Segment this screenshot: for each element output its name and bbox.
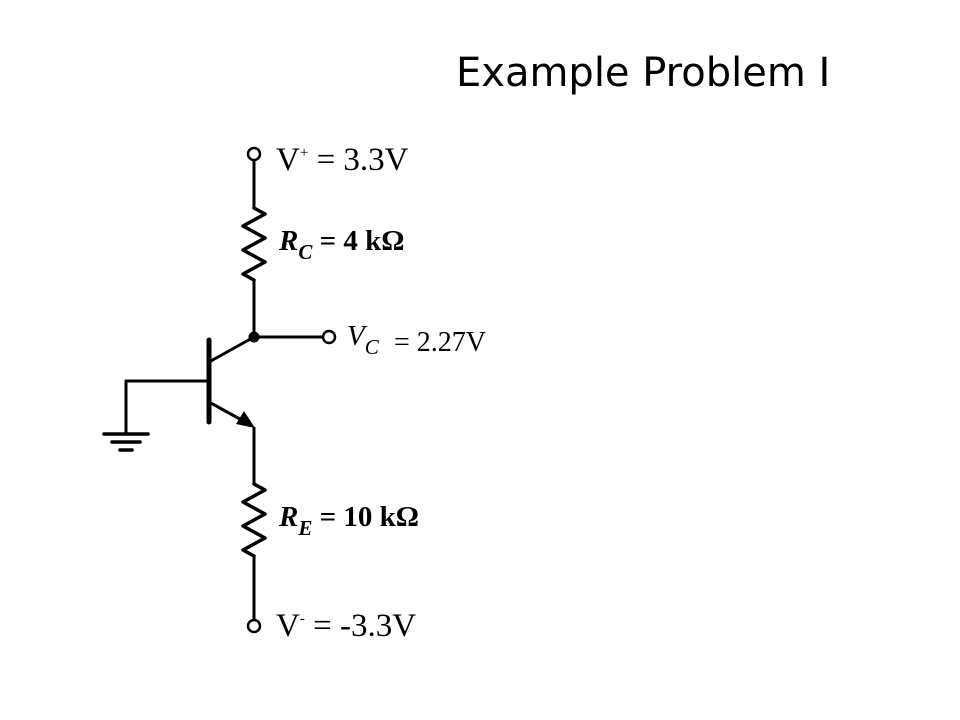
rc-resistor: [241, 206, 267, 282]
emitter-arrow-icon: [236, 411, 255, 428]
slide-title: Example Problem I: [456, 50, 831, 96]
transistor-collector-lead: [207, 335, 256, 364]
re-resistor: [241, 482, 267, 558]
vminus-terminal: [246, 618, 262, 634]
wire-base-to-ground: [124, 379, 211, 435]
vc-terminal: [321, 329, 337, 345]
vminus-label: V- = -3.3V: [276, 608, 416, 644]
re-label: RE = 10 kΩ: [278, 501, 419, 540]
vc-label: VC: [347, 320, 380, 359]
vplus-label: V+ = 3.3V: [276, 142, 409, 178]
ground-icon: [102, 432, 150, 452]
vplus-terminal: [246, 146, 262, 162]
vc-value: = 2.27V: [394, 327, 486, 358]
rc-label: RC = 4 kΩ: [278, 225, 405, 264]
